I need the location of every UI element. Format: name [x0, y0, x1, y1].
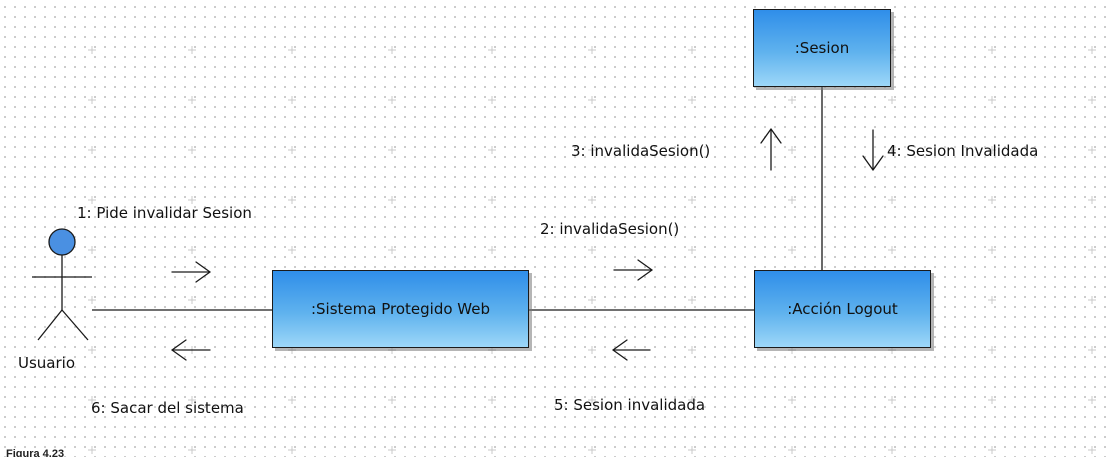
object-accion-logout[interactable]: :Acción Logout — [754, 270, 931, 348]
object-sesion-label: :Sesion — [794, 39, 850, 57]
message-3-label: 3: invalidaSesion() — [571, 142, 711, 160]
grid-plus-marks — [88, 46, 1096, 454]
arrow-msg-1-right — [171, 261, 211, 283]
arrow-msg-2-right — [613, 259, 653, 281]
message-6-label: 6: Sacar del sistema — [91, 399, 244, 417]
actor-figure[interactable] — [32, 228, 92, 341]
actor-head — [48, 228, 76, 256]
actor-left-leg — [37, 309, 63, 341]
actor-right-leg — [61, 309, 89, 341]
message-5-label: 5: Sesion invalidada — [554, 396, 706, 414]
actor-name-label: Usuario — [18, 354, 76, 372]
figure-caption: Figura 4.23 — [6, 448, 65, 457]
object-sistema-protegido-web[interactable]: :Sistema Protegido Web — [272, 270, 529, 348]
object-logout-label: :Acción Logout — [787, 300, 898, 318]
arrow-msg-5-left — [612, 339, 651, 361]
message-2-label: 2: invalidaSesion() — [540, 220, 680, 238]
object-sistema-label: :Sistema Protegido Web — [310, 300, 490, 318]
arrow-msg-4-down — [862, 129, 884, 171]
object-sesion[interactable]: :Sesion — [753, 9, 891, 87]
message-1-label: 1: Pide invalidar Sesion — [77, 204, 252, 222]
arrow-msg-3-up — [760, 128, 782, 171]
arrow-msg-6-left — [171, 339, 211, 361]
message-4-label: 4: Sesion Invalidada — [887, 142, 1039, 160]
